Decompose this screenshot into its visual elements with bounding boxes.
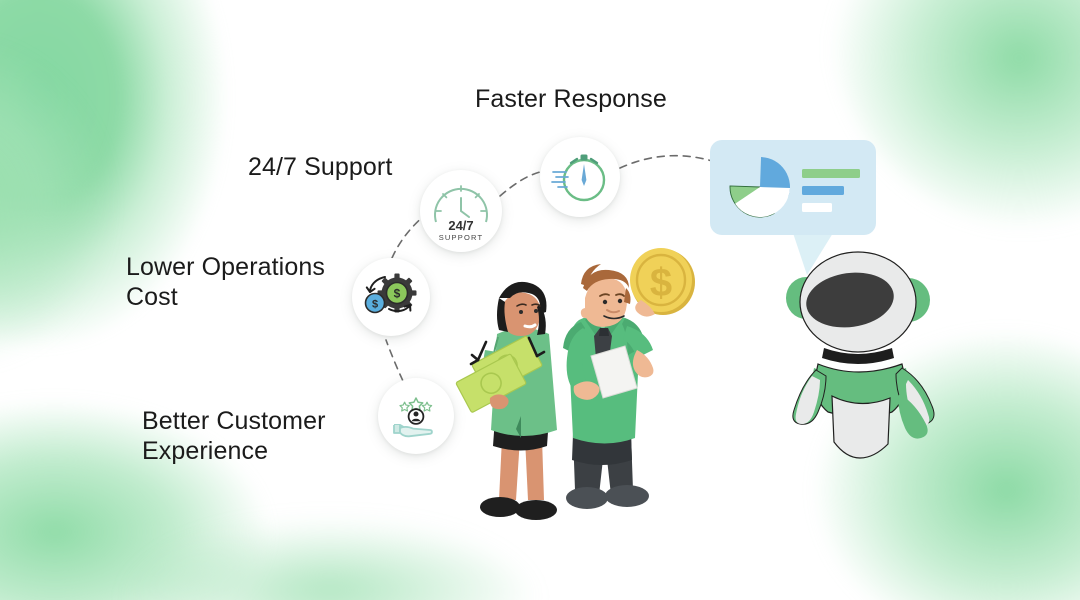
icon-node-faster-response[interactable] — [540, 137, 620, 217]
stopwatch-icon — [551, 154, 606, 202]
gear-money-savings-icon: $ $ — [364, 273, 417, 314]
legend-bar-3 — [802, 203, 832, 212]
svg-text:$: $ — [394, 287, 401, 301]
hand-customer-rating-icon — [393, 397, 433, 438]
connector-customer-to-cost — [385, 339, 415, 405]
icon-node-24-7-support[interactable]: 24/7 SUPPORT — [420, 170, 502, 252]
money-bills — [455, 335, 543, 413]
analytics-speech-bubble — [710, 140, 876, 235]
label-lower-operations-cost: Lower Operations Cost — [126, 253, 325, 311]
icon-node-lower-operations-cost[interactable]: $ $ — [352, 258, 430, 336]
legend-bar-2 — [802, 186, 844, 195]
label-24-7-support: 24/7 Support — [248, 153, 393, 181]
svg-text:$: $ — [650, 261, 672, 305]
chatbot-robot-illustration — [786, 251, 935, 459]
legend-bar-1 — [802, 169, 860, 178]
pie-chart — [729, 157, 790, 218]
man-holding-coin: $ — [563, 248, 695, 509]
svg-text:$: $ — [372, 299, 378, 311]
gold-coin: $ — [630, 248, 695, 315]
label-faster-response: Faster Response — [475, 85, 667, 113]
speech-bubble-content — [729, 157, 860, 218]
svg-text:SUPPORT: SUPPORT — [439, 233, 484, 242]
business-people-illustration: $ — [455, 248, 695, 520]
svg-text:24/7: 24/7 — [448, 218, 473, 233]
label-better-customer-experience: Better Customer Experience — [142, 407, 326, 465]
clock-24-7-support-icon: 24/7 SUPPORT — [434, 185, 488, 242]
woman-holding-money — [455, 281, 557, 520]
icon-node-better-customer-experience[interactable] — [378, 378, 454, 454]
connector-support-to-stopwatch — [499, 171, 541, 197]
document-in-hand — [590, 345, 638, 399]
robot-visor — [806, 272, 894, 328]
robot-body — [831, 395, 891, 459]
pie-legend-bars — [802, 169, 860, 212]
robot-neck — [822, 348, 894, 364]
